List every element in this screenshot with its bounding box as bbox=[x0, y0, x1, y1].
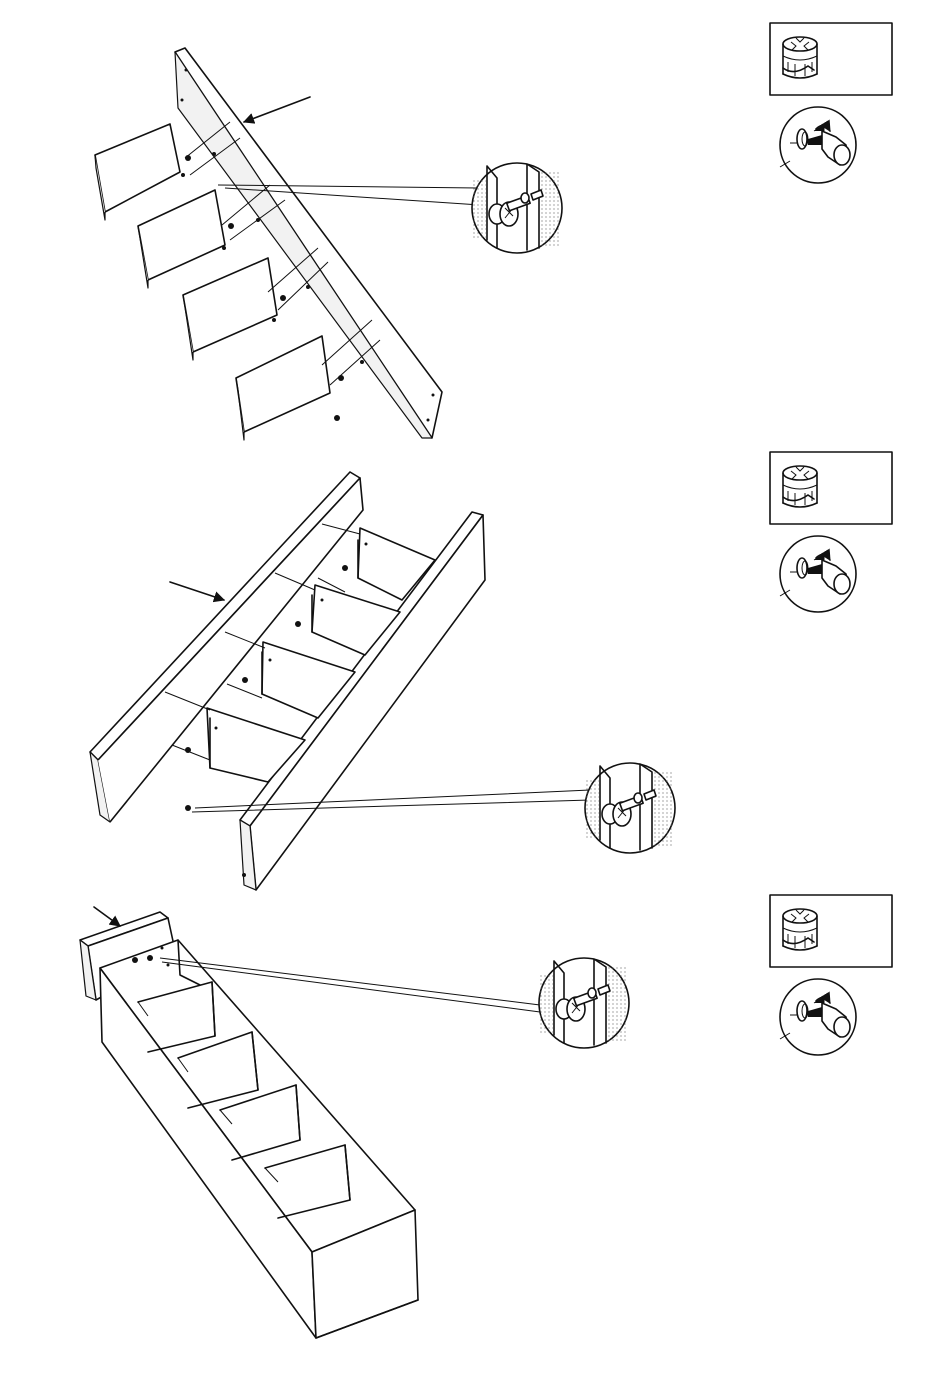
direction-arrow-icon bbox=[244, 97, 310, 122]
cam-dowel-detail-icon bbox=[472, 163, 562, 253]
direction-arrow-icon bbox=[170, 582, 224, 600]
shelf-4 bbox=[236, 336, 330, 440]
step-1-diagram bbox=[95, 23, 892, 440]
shelf-1 bbox=[95, 124, 180, 220]
step-2-diagram bbox=[90, 452, 892, 890]
shelf-2 bbox=[138, 190, 225, 288]
step-3-diagram bbox=[80, 895, 892, 1338]
screwdriver-icon bbox=[780, 536, 856, 612]
screwdriver-icon bbox=[780, 979, 856, 1055]
direction-arrow-icon bbox=[94, 907, 120, 926]
screwdriver-icon bbox=[780, 107, 856, 183]
cam-dowel-detail-icon bbox=[539, 958, 629, 1048]
dowel-guides bbox=[185, 122, 380, 385]
fastener-box bbox=[770, 23, 892, 95]
shelf-3 bbox=[183, 258, 277, 360]
cabinet-body bbox=[100, 940, 418, 1338]
cam-dowel-detail-icon bbox=[585, 763, 675, 853]
fastener-box bbox=[770, 895, 892, 967]
fastener-box bbox=[770, 452, 892, 524]
